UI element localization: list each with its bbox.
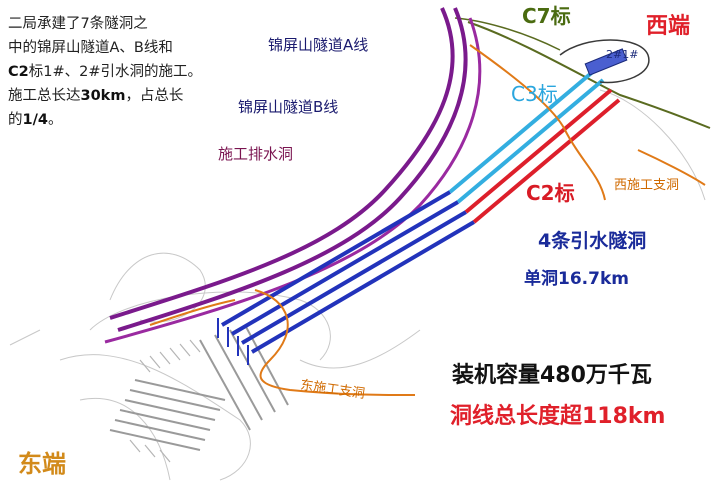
intro-line-5-post: 。	[47, 112, 63, 128]
c7-boundary-2	[454, 17, 561, 51]
label-capacity: 装机容量480万千瓦	[452, 363, 652, 388]
label-tunnel-a: 锦屏山隧道A线	[268, 36, 369, 54]
west-branch-tunnel	[469, 44, 606, 201]
intro-line-3-rest: 标1#、2#引水洞的施工。	[28, 64, 202, 80]
intro-line-4-post: ，占总长	[125, 88, 184, 104]
tunnel-b-line	[117, 7, 468, 332]
intro-line-5-bold: 1/4	[22, 112, 48, 128]
diversion-tunnels	[220, 68, 621, 354]
diversion-tunnel-3-blue	[240, 210, 468, 345]
diversion-tunnel-4-blue	[250, 220, 476, 354]
east-branch-tunnel-2	[149, 299, 236, 326]
tunnel-a-line	[109, 7, 455, 320]
shaft-loop	[559, 39, 650, 84]
powerhouse-hatch-sketch	[129, 339, 201, 463]
label-shaft: 2#1#	[606, 48, 639, 61]
diversion-tunnel-3-red	[464, 88, 613, 214]
label-drainage: 施工排水洞	[218, 145, 294, 163]
label-four-tunnels: 4条引水隧洞	[538, 230, 647, 252]
intro-line-1: 二局承建了7条隧洞之	[8, 16, 148, 32]
label-west-branch: 西施工支洞	[614, 178, 680, 193]
diversion-tunnel-1-blue	[220, 190, 452, 327]
intro-paragraph: 二局承建了7条隧洞之 中的锦屏山隧道A、B线和 C2标1#、2#引水洞的施工。 …	[8, 12, 223, 132]
label-c3: C3标	[511, 82, 558, 106]
intro-line-5-pre: 的	[8, 112, 23, 128]
east-branch-tunnel	[254, 289, 416, 396]
intro-line-4-bold: 30km	[80, 88, 126, 104]
label-single-length: 单洞16.7km	[524, 269, 629, 289]
label-east-end: 东端	[18, 450, 66, 478]
label-c7: C7标	[522, 4, 571, 28]
intro-line-2: 中的锦屏山隧道A、B线和	[8, 40, 173, 56]
shaft-block	[584, 48, 628, 76]
intro-line-3-bold: C2	[8, 64, 29, 80]
label-west-end: 西端	[646, 14, 691, 39]
diversion-tunnel-2-blue	[230, 200, 460, 336]
label-total-length: 洞线总长度超118km	[450, 404, 666, 429]
east-shaft-stubs	[217, 318, 249, 365]
diversion-tunnel-1-cyan	[448, 68, 597, 194]
intro-line-4-pre: 施工总长达	[8, 88, 81, 104]
diversion-tunnel-2-cyan	[456, 78, 605, 204]
terrain-sketch	[9, 89, 706, 481]
label-c2: C2标	[526, 181, 575, 205]
diversion-tunnel-4-red	[472, 98, 621, 224]
powerhouse-grid-sketch	[109, 324, 289, 451]
label-tunnel-b: 锦屏山隧道B线	[238, 98, 339, 116]
west-branch-tunnel-2	[637, 149, 706, 186]
